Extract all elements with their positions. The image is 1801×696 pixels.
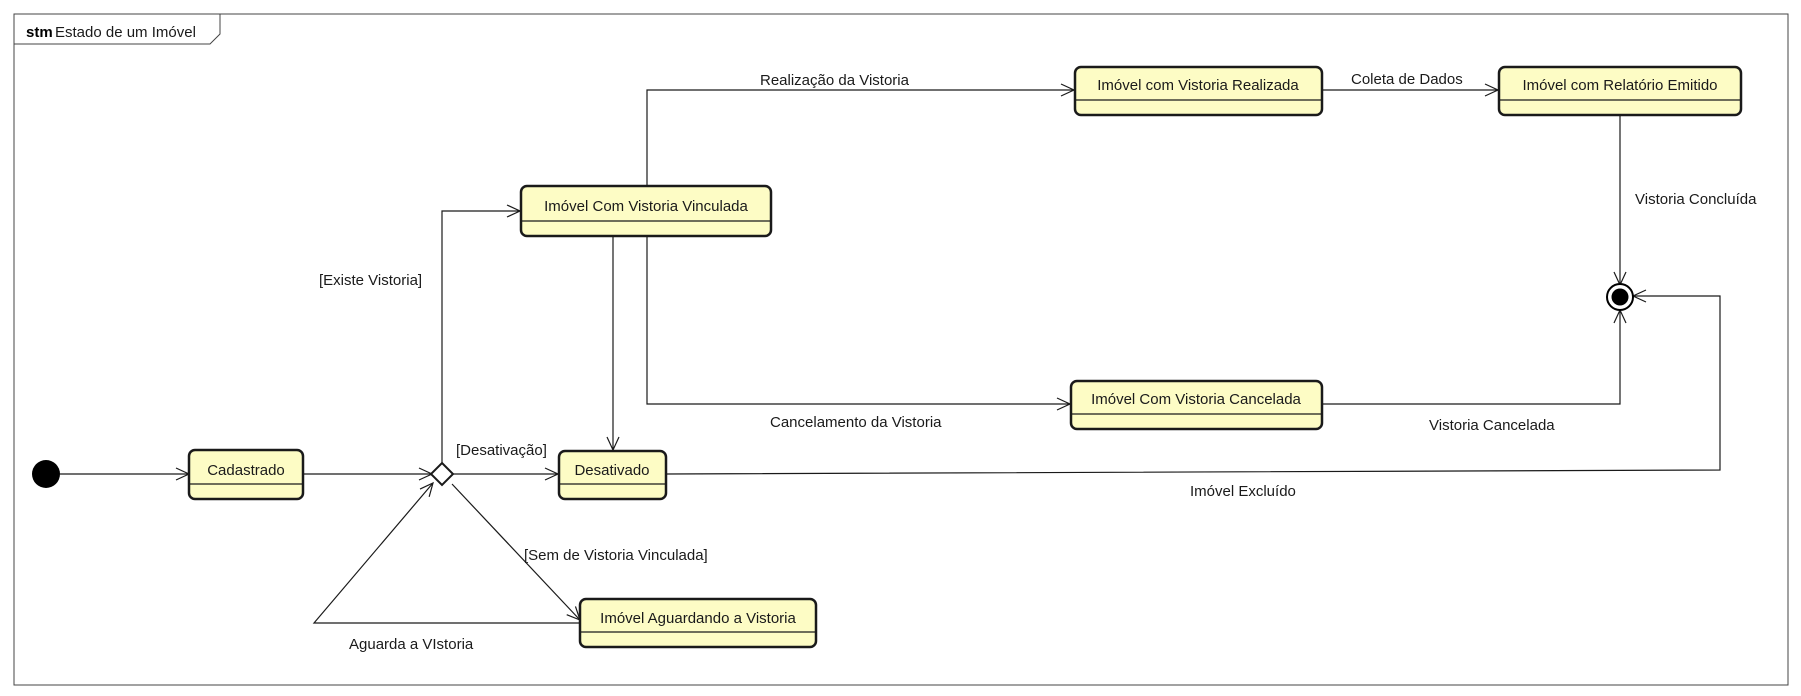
frame-tab bbox=[14, 14, 221, 45]
state-label: Imóvel com Relatório Emitido bbox=[1522, 77, 1717, 94]
state-label: Imóvel com Vistoria Realizada bbox=[1097, 77, 1299, 94]
final-state bbox=[1606, 283, 1634, 311]
state-label: Imóvel Aguardando a Vistoria bbox=[600, 610, 796, 627]
state-relatorio-emitido: Imóvel com Relatório Emitido bbox=[1497, 65, 1743, 117]
diagram-frame bbox=[13, 13, 1789, 686]
state-aguardando-vistoria: Imóvel Aguardando a Vistoria bbox=[578, 597, 818, 649]
label-aguarda: Aguarda a VIstoria bbox=[349, 636, 474, 653]
state-vistoria-vinculada: Imóvel Com Vistoria Vinculada bbox=[519, 184, 773, 238]
decision-node bbox=[429, 461, 455, 487]
edge-decision-vinculada bbox=[441, 204, 522, 464]
edge-cancelada-final bbox=[1322, 308, 1627, 405]
frame-keyword: stm bbox=[26, 24, 53, 41]
state-cadastrado: Cadastrado bbox=[187, 448, 305, 501]
state-label: Cadastrado bbox=[207, 462, 285, 479]
edge-vinculada-cancelada bbox=[646, 236, 1072, 411]
state-vistoria-realizada: Imóvel com Vistoria Realizada bbox=[1073, 65, 1324, 117]
label-desativacao: [Desativação] bbox=[456, 442, 547, 459]
state-label: Desativado bbox=[574, 462, 649, 479]
label-cancelamento: Cancelamento da Vistoria bbox=[770, 414, 942, 431]
state-label: Imóvel Com Vistoria Vinculada bbox=[544, 198, 748, 215]
label-coleta: Coleta de Dados bbox=[1351, 71, 1463, 88]
label-excluido: Imóvel Excluído bbox=[1190, 483, 1296, 500]
label-concluida: Vistoria Concluída bbox=[1635, 191, 1757, 208]
state-desativado: Desativado bbox=[557, 449, 668, 501]
transitions bbox=[60, 83, 1721, 624]
state-vistoria-cancelada: Imóvel Com Vistoria Cancelada bbox=[1069, 379, 1324, 431]
edge-desativado-final bbox=[665, 289, 1721, 475]
label-cancelada: Vistoria Cancelada bbox=[1429, 417, 1555, 434]
state-label: Imóvel Com Vistoria Cancelada bbox=[1091, 391, 1301, 408]
frame-title: Estado de um Imóvel bbox=[55, 24, 196, 41]
label-realizacao: Realização da Vistoria bbox=[760, 72, 910, 89]
edge-decision-aguardando bbox=[451, 483, 581, 622]
edge-vinculada-realizada bbox=[646, 83, 1076, 186]
initial-state bbox=[32, 460, 60, 488]
edge-aguardando-decision bbox=[312, 481, 580, 624]
label-existe: [Existe Vistoria] bbox=[319, 272, 422, 289]
label-sem-vinculada: [Sem de Vistoria Vinculada] bbox=[524, 547, 708, 564]
